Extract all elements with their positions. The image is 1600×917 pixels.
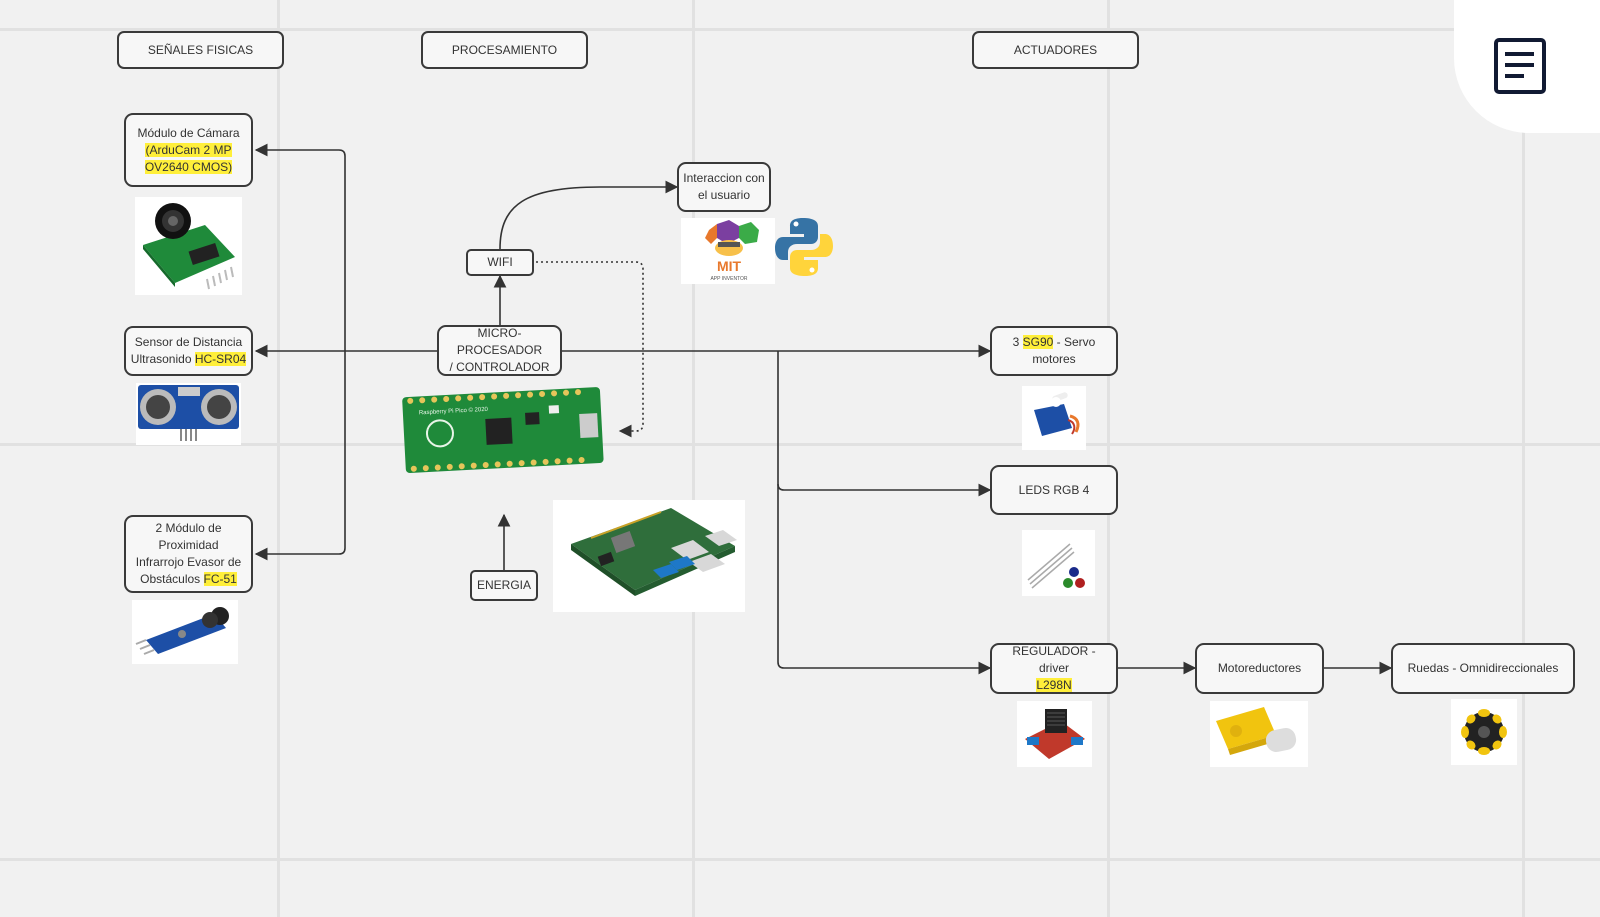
camera-module-icon bbox=[135, 197, 242, 295]
pico-silkscreen: Raspberry Pi Pico © 2020 bbox=[419, 406, 489, 417]
highlight-text: SG90 bbox=[1022, 335, 1054, 349]
grid-line bbox=[0, 28, 1600, 31]
node-user-interaction[interactable]: Interaccion con el usuario bbox=[677, 162, 771, 212]
node-camera-module[interactable]: Módulo de Cámara (ArduCam 2 MP OV2640 CM… bbox=[124, 113, 253, 187]
python-logo bbox=[773, 216, 835, 278]
node-text: Módulo de Cámara bbox=[137, 125, 240, 140]
omni-wheel-icon bbox=[1451, 699, 1517, 765]
node-wifi[interactable]: WIFI bbox=[466, 249, 534, 276]
servo-icon bbox=[1022, 386, 1086, 450]
node-text: LEDS RGB 4 bbox=[1018, 482, 1090, 497]
l298n-driver-icon bbox=[1017, 701, 1092, 767]
node-distance-sensor[interactable]: Sensor de Distancia Ultrasonido HC-SR04 bbox=[124, 326, 253, 376]
mit-app-inventor-logo: MIT APP INVENTOR bbox=[681, 218, 775, 284]
rgb-led-icon bbox=[1022, 530, 1095, 596]
header-label: ACTUADORES bbox=[1013, 43, 1098, 57]
node-text: Ultrasonido bbox=[130, 352, 195, 366]
node-servo-motors[interactable]: 3 SG90 - Servo motores bbox=[990, 326, 1118, 376]
wire-to-proximity bbox=[254, 351, 346, 561]
highlight-text: L298N bbox=[1036, 678, 1072, 692]
raspberry-pi-board-icon bbox=[553, 500, 745, 612]
highlight-text: HC-SR04 bbox=[194, 352, 247, 366]
node-text: Proximidad bbox=[158, 538, 219, 552]
header-label: SEÑALES FISICAS bbox=[147, 43, 254, 57]
grid-line bbox=[277, 0, 280, 917]
wire-to-camera bbox=[254, 143, 346, 351]
ir-sensor-icon bbox=[132, 600, 238, 664]
grid-line bbox=[1107, 0, 1110, 917]
node-text: / CONTROLADOR bbox=[449, 360, 550, 374]
node-driver-l298n[interactable]: REGULADOR - driver L298N bbox=[990, 643, 1118, 694]
grid-line bbox=[0, 443, 1600, 446]
node-text: 3 bbox=[1012, 335, 1023, 349]
node-text: Infrarrojo Evasor de bbox=[135, 555, 242, 569]
grid-line bbox=[0, 858, 1600, 861]
node-text: el usuario bbox=[697, 188, 750, 202]
document-button[interactable] bbox=[1454, 0, 1600, 133]
node-text: motores bbox=[1032, 352, 1076, 366]
node-text: 2 Módulo de bbox=[155, 521, 222, 535]
node-text: MICRO-PROCESADOR bbox=[456, 326, 543, 357]
highlight-text: FC-51 bbox=[203, 572, 237, 586]
node-text: WIFI bbox=[487, 255, 513, 269]
highlight-text: OV2640 CMOS) bbox=[144, 159, 233, 174]
wire-wifi-to-user bbox=[499, 180, 679, 250]
grid-line bbox=[692, 0, 695, 917]
wire-to-leds bbox=[777, 351, 992, 497]
header-actuadores[interactable]: ACTUADORES bbox=[972, 31, 1139, 69]
header-label: PROCESAMIENTO bbox=[451, 43, 558, 57]
header-procesamiento[interactable]: PROCESAMIENTO bbox=[421, 31, 588, 69]
node-proximity-sensor[interactable]: 2 Módulo de Proximidad Infrarrojo Evasor… bbox=[124, 515, 253, 593]
node-text: Motoreductores bbox=[1217, 661, 1302, 675]
wire-to-driver bbox=[777, 484, 992, 675]
mit-logo-text: MIT bbox=[717, 258, 742, 274]
gear-motor-icon bbox=[1210, 701, 1308, 767]
node-text: Obstáculos bbox=[140, 572, 204, 586]
node-text: Sensor de Distancia bbox=[134, 335, 243, 349]
node-text: Interaccion con bbox=[683, 171, 765, 185]
node-text: REGULADOR - driver bbox=[1012, 644, 1096, 675]
node-text: - Servo bbox=[1053, 335, 1096, 349]
grid-line bbox=[1522, 0, 1525, 917]
node-text: Ruedas - Omnidireccionales bbox=[1407, 661, 1559, 675]
node-energia[interactable]: ENERGIA bbox=[470, 570, 538, 601]
node-microprocesador[interactable]: MICRO-PROCESADOR / CONTROLADOR bbox=[437, 325, 562, 376]
node-motoreductores[interactable]: Motoreductores bbox=[1195, 643, 1324, 694]
ultrasonic-sensor-icon bbox=[136, 383, 241, 445]
pico-board-icon: Raspberry Pi Pico © 2020 bbox=[400, 384, 608, 480]
node-leds-rgb[interactable]: LEDS RGB 4 bbox=[990, 465, 1118, 515]
node-text: ENERGIA bbox=[476, 578, 531, 592]
node-ruedas-omni[interactable]: Ruedas - Omnidireccionales bbox=[1391, 643, 1575, 694]
mit-logo-subtext: APP INVENTOR bbox=[710, 276, 747, 282]
document-icon bbox=[1494, 38, 1546, 94]
header-senales-fisicas[interactable]: SEÑALES FISICAS bbox=[117, 31, 284, 69]
highlight-text: (ArduCam 2 MP bbox=[145, 142, 232, 157]
